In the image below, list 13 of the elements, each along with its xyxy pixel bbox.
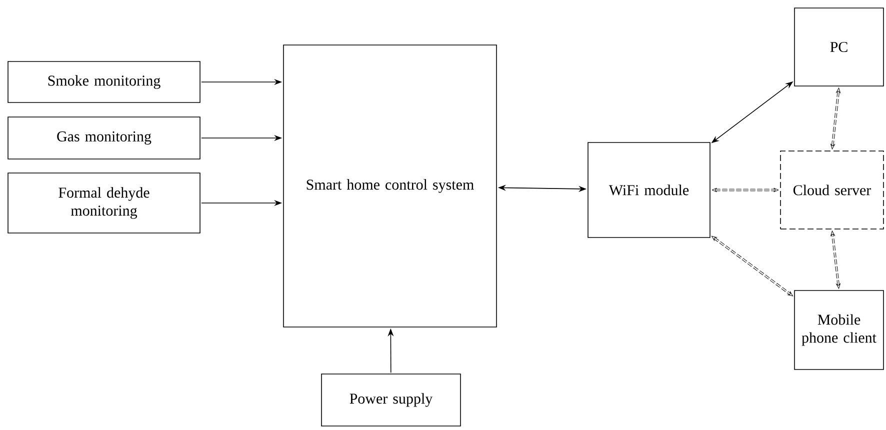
dashed-box: Cloud server: [780, 150, 884, 230]
process-box: Formal dehyde monitoring: [8, 172, 200, 234]
process-box: WiFi module: [588, 142, 710, 238]
dashed-arrow: [711, 236, 794, 296]
process-box: Smart home control system: [283, 44, 497, 328]
process-box: Gas monitoring: [8, 116, 200, 160]
dashed-arrow: [830, 88, 840, 150]
dashed-arrow: [830, 230, 840, 289]
process-box: Power supply: [321, 374, 461, 426]
process-box: Mobile phone client: [794, 290, 884, 370]
dashed-arrow: [712, 188, 779, 192]
process-box: PC: [794, 8, 884, 86]
process-box: Smoke monitoring: [8, 61, 200, 103]
